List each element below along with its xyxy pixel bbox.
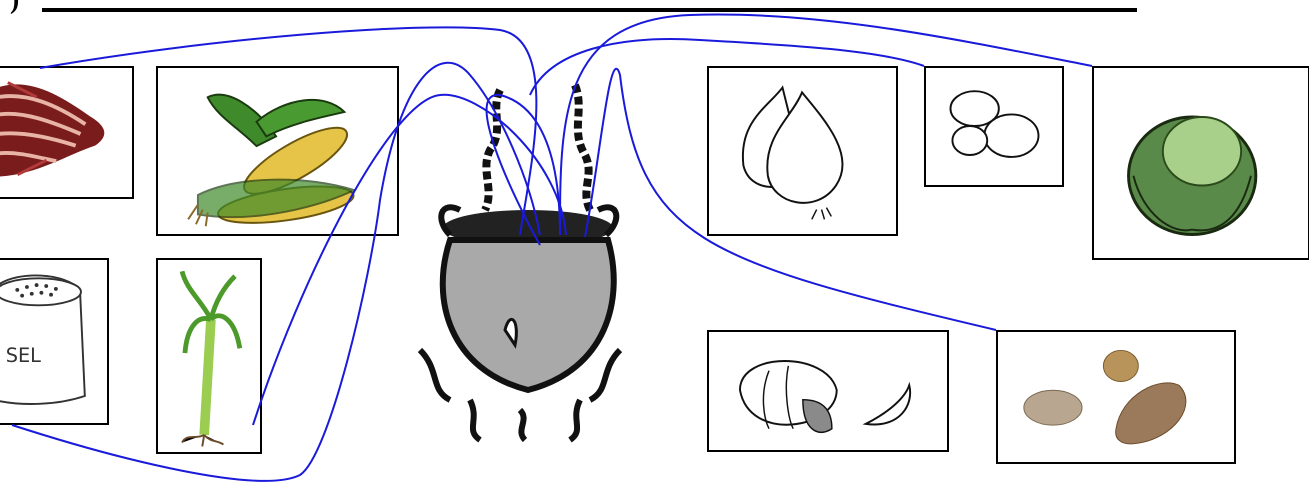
- card-onion[interactable]: [707, 66, 898, 236]
- pumpkin-icon: [709, 332, 947, 450]
- card-bacon[interactable]: [0, 66, 134, 199]
- card-corn[interactable]: [156, 66, 399, 236]
- card-salt[interactable]: SEL: [0, 258, 109, 425]
- card-pumpkin[interactable]: [707, 330, 949, 452]
- stones-icon: [998, 332, 1234, 462]
- card-potatoes[interactable]: [924, 66, 1064, 187]
- salt-label: SEL: [6, 344, 41, 367]
- bacon-icon: [0, 68, 132, 197]
- cabbage-icon: [1094, 68, 1308, 258]
- leek-icon: [158, 260, 260, 452]
- exercise-number: ): [10, 0, 19, 14]
- card-stones[interactable]: [996, 330, 1236, 464]
- salt-shaker-icon: SEL: [0, 260, 107, 423]
- potatoes-icon: [926, 68, 1062, 185]
- cauldron-icon: [410, 70, 645, 450]
- onion-icon: [709, 68, 896, 234]
- corn-icon: [158, 68, 397, 234]
- card-cabbage[interactable]: [1092, 66, 1309, 260]
- card-leek[interactable]: [156, 258, 262, 454]
- exercise-heading: ): [0, 0, 1140, 14]
- heading-underline: [42, 8, 1137, 12]
